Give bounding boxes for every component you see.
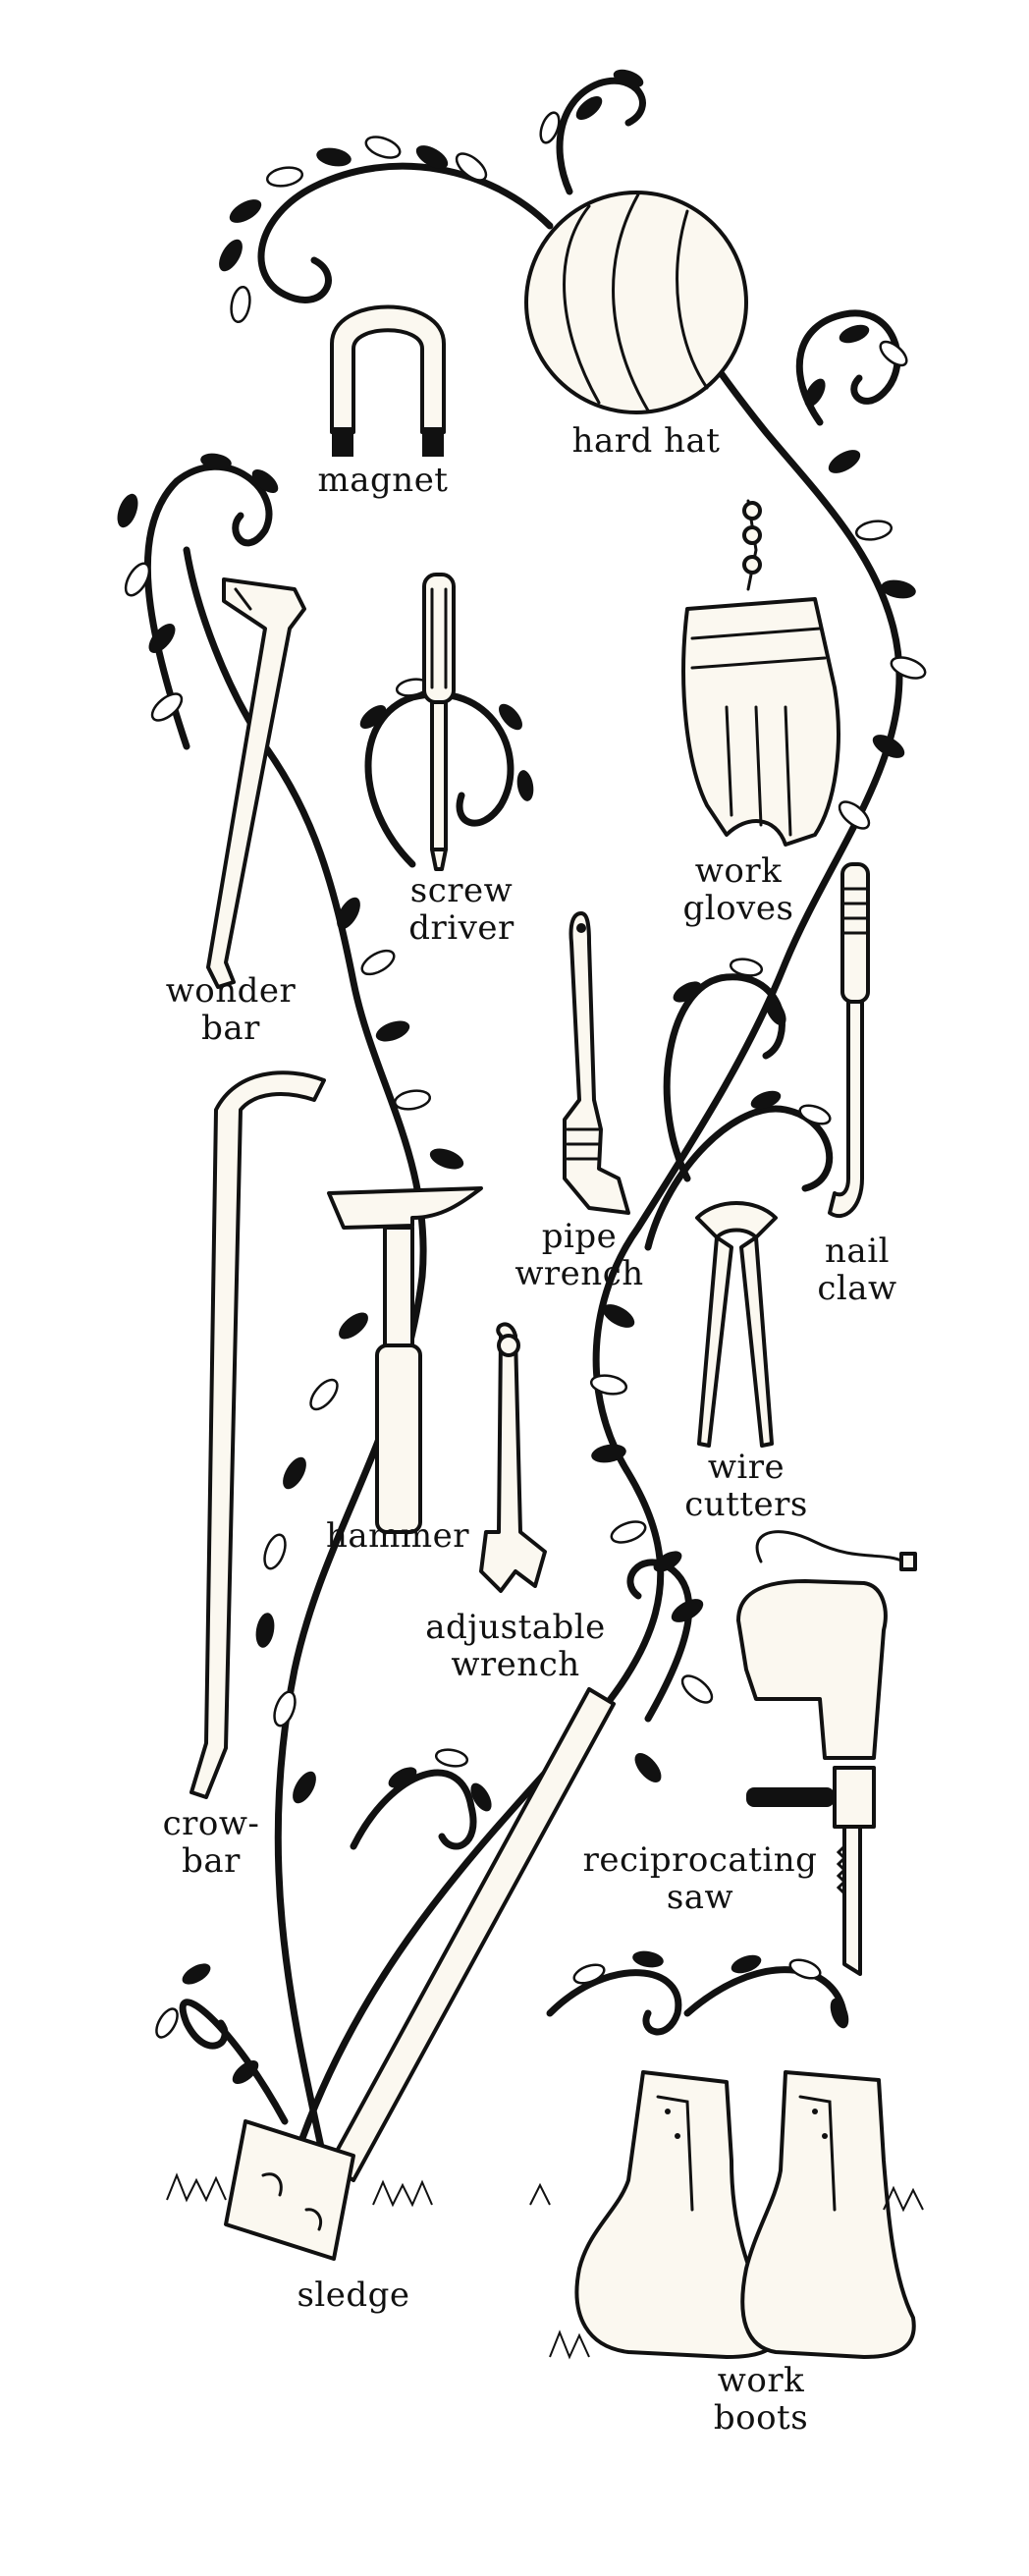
pipe-wrench-icon — [563, 911, 630, 1215]
work-boots-icon — [574, 2070, 916, 2359]
label-hammer: hammer — [325, 1516, 470, 1556]
wonder-bar-icon — [206, 577, 306, 989]
label-adjustable-wrench: adjustable wrench — [425, 1608, 606, 1684]
nail-claw-icon — [828, 862, 870, 1219]
work-gloves-icon — [681, 499, 840, 847]
label-work-gloves: work gloves — [682, 851, 794, 928]
label-wire-cutters: wire cutters — [684, 1448, 808, 1524]
hard-hat-icon — [524, 191, 748, 414]
adjustable-wrench-icon — [479, 1322, 547, 1593]
label-hard-hat: hard hat — [571, 421, 721, 461]
magnet-icon — [330, 304, 446, 457]
grass-icon — [166, 2172, 924, 2360]
label-screw-driver: screw driver — [408, 871, 514, 948]
label-nail-claw: nail claw — [817, 1232, 897, 1308]
wire-cutters-icon — [695, 1201, 778, 1448]
label-magnet: magnet — [317, 461, 449, 500]
reciprocating-saw-icon — [736, 1530, 917, 1976]
screwdriver-icon — [422, 573, 456, 871]
label-work-boots: work boots — [713, 2361, 809, 2438]
vine-leaves — [117, 69, 927, 2084]
label-pipe-wrench: pipe wrench — [514, 1217, 644, 1293]
hammer-icon — [327, 1186, 483, 1534]
crowbar-icon — [190, 1070, 326, 1799]
label-crow-bar: crow- bar — [162, 1804, 260, 1881]
label-wonder-bar: wonder bar — [165, 971, 297, 1048]
label-sledge: sledge — [297, 2275, 410, 2315]
label-reciprocating-saw: reciprocating saw — [582, 1840, 818, 1917]
sledge-icon — [224, 1687, 616, 2261]
